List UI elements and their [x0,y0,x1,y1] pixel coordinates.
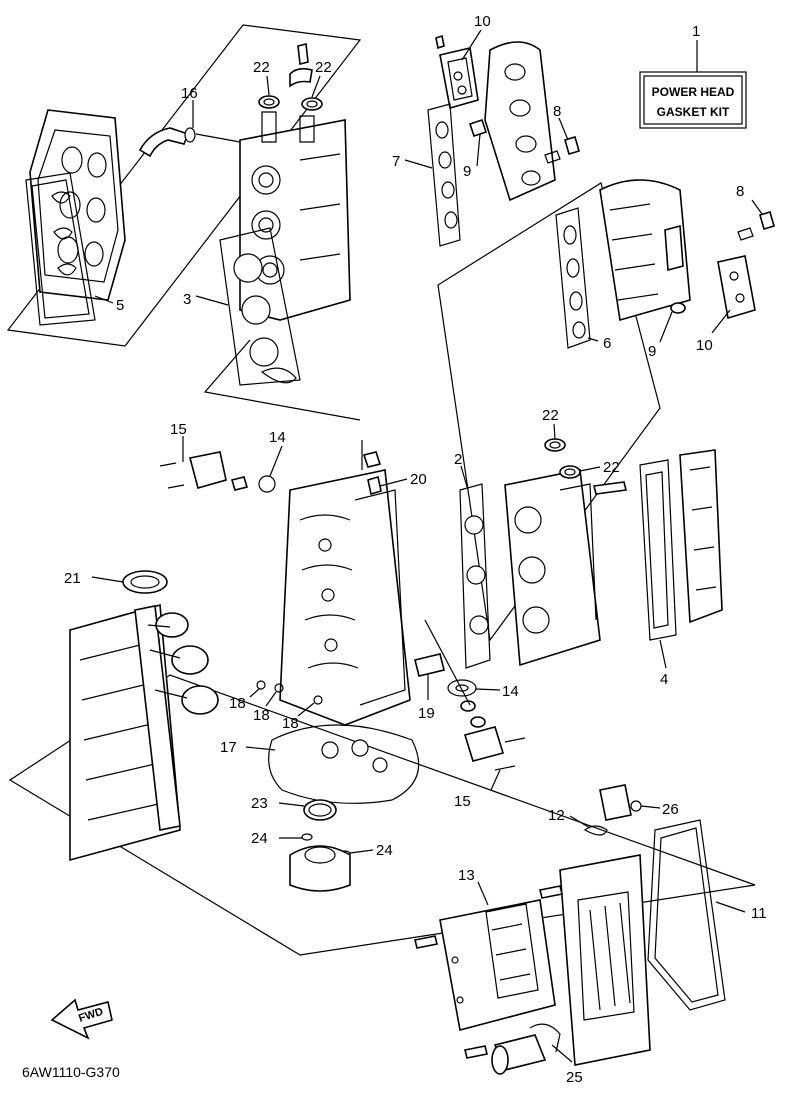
callout-24b: 24 [376,842,393,859]
callout-7: 7 [392,153,400,170]
callout-6: 6 [603,335,611,352]
cover-plate-13 [439,899,556,1031]
plug-8-right [737,211,775,241]
exhaust-cover [559,854,651,1066]
group-frame-right-head [437,182,661,642]
callout-10b: 10 [696,337,713,354]
head-cover-gasket-4 [639,459,677,641]
kit-box-line2: GASKET KIT [657,105,730,119]
power-head-gasket-kit-box: POWER HEAD GASKET KIT [639,71,747,129]
group-frame-center [203,339,361,421]
callout-8a: 8 [553,103,561,120]
oil-seal-22-mid-top [544,438,566,452]
crankshaft-pistons [134,605,219,831]
callout-9b: 9 [648,343,656,360]
callout-20: 20 [410,471,427,488]
bolt-top [289,43,313,88]
callout-14a: 14 [269,429,286,446]
callout-25: 25 [566,1069,583,1086]
forward-arrow-icon: FWD [50,998,113,1040]
callout-1: 1 [692,23,700,40]
cylinder-head-right [504,469,601,667]
callout-17: 17 [220,739,237,756]
callout-9a: 9 [463,163,471,180]
callout-12: 12 [548,807,565,824]
oil-seal-22-mid-right [559,465,581,479]
callout-22b: 22 [315,59,332,76]
cylinder-block [279,469,411,726]
callout-15b: 15 [454,793,471,810]
head-cover-gasket-5 [25,172,96,326]
callout-2: 2 [454,451,462,468]
callout-4: 4 [660,671,668,688]
callout-22a: 22 [253,59,270,76]
thermostat-cover-15-top [159,451,249,491]
exhaust-cover-gasket-11 [647,819,726,1011]
cover-plate-10-top [439,47,479,110]
plug-8-top [544,136,580,164]
gasket-12 [583,825,608,836]
exhaust-gasket-6 [555,207,591,349]
callout-16: 16 [181,85,198,102]
exhaust-manifold-upper [484,41,556,202]
bolt-lower [414,885,563,1059]
callout-22d: 22 [603,459,620,476]
cylinder-head-cover-left [29,109,126,301]
cover-plate-10-right [717,255,756,320]
bolt-right-head [593,481,627,495]
gasket-14-bottom [447,679,477,697]
base-gasket-17 [268,724,420,804]
callout-23: 23 [251,795,268,812]
exhaust-gasket-7 [427,103,461,247]
callout-26: 26 [662,801,679,818]
callout-8b: 8 [736,183,744,200]
o-ring-23 [303,799,337,821]
callout-11: 11 [751,905,767,922]
elbow-hose-16 [138,127,196,158]
oil-seal-21 [122,570,168,594]
callout-10a: 10 [474,13,491,30]
starter-solenoid-25 [491,1023,561,1075]
kit-box-line1: POWER HEAD [652,85,735,99]
cylinder-head-upper [239,111,351,321]
callout-18c: 18 [282,715,299,732]
callout-5: 5 [116,297,124,314]
diagram-code: 6AW1110-G370 [22,1064,120,1080]
exhaust-manifold-right [599,179,691,322]
bolt-10 [435,34,445,50]
callout-3: 3 [183,291,191,308]
oil-seal-22-top-right [301,97,323,111]
o-ring-18-left [256,680,266,690]
callout-13: 13 [458,867,475,884]
oil-pump-housing [289,845,351,892]
gasket-14-top [258,475,276,493]
callout-22c: 22 [542,407,559,424]
bracket-20 [362,451,382,496]
callout-14b: 14 [502,683,519,700]
o-ring-18-mid [274,683,284,693]
callout-18b: 18 [253,707,270,724]
oil-seal-22-top-left [258,95,280,109]
callout-21: 21 [64,570,81,587]
cylinder-head-cover-right [679,449,723,624]
o-ring-24-left [301,833,313,841]
callout-18a: 18 [229,695,246,712]
callout-24a: 24 [251,830,268,847]
head-gasket-3 [219,227,301,386]
bracket-19 [414,653,445,677]
bracket-26 [599,784,642,821]
callout-15a: 15 [170,421,187,438]
thermostat-cover-15-bottom [460,700,526,771]
plug-9-right [670,302,686,314]
plug-9-top [468,118,488,138]
head-gasket-2 [459,483,491,669]
o-ring-18-right [313,695,323,705]
callout-19: 19 [418,705,435,722]
